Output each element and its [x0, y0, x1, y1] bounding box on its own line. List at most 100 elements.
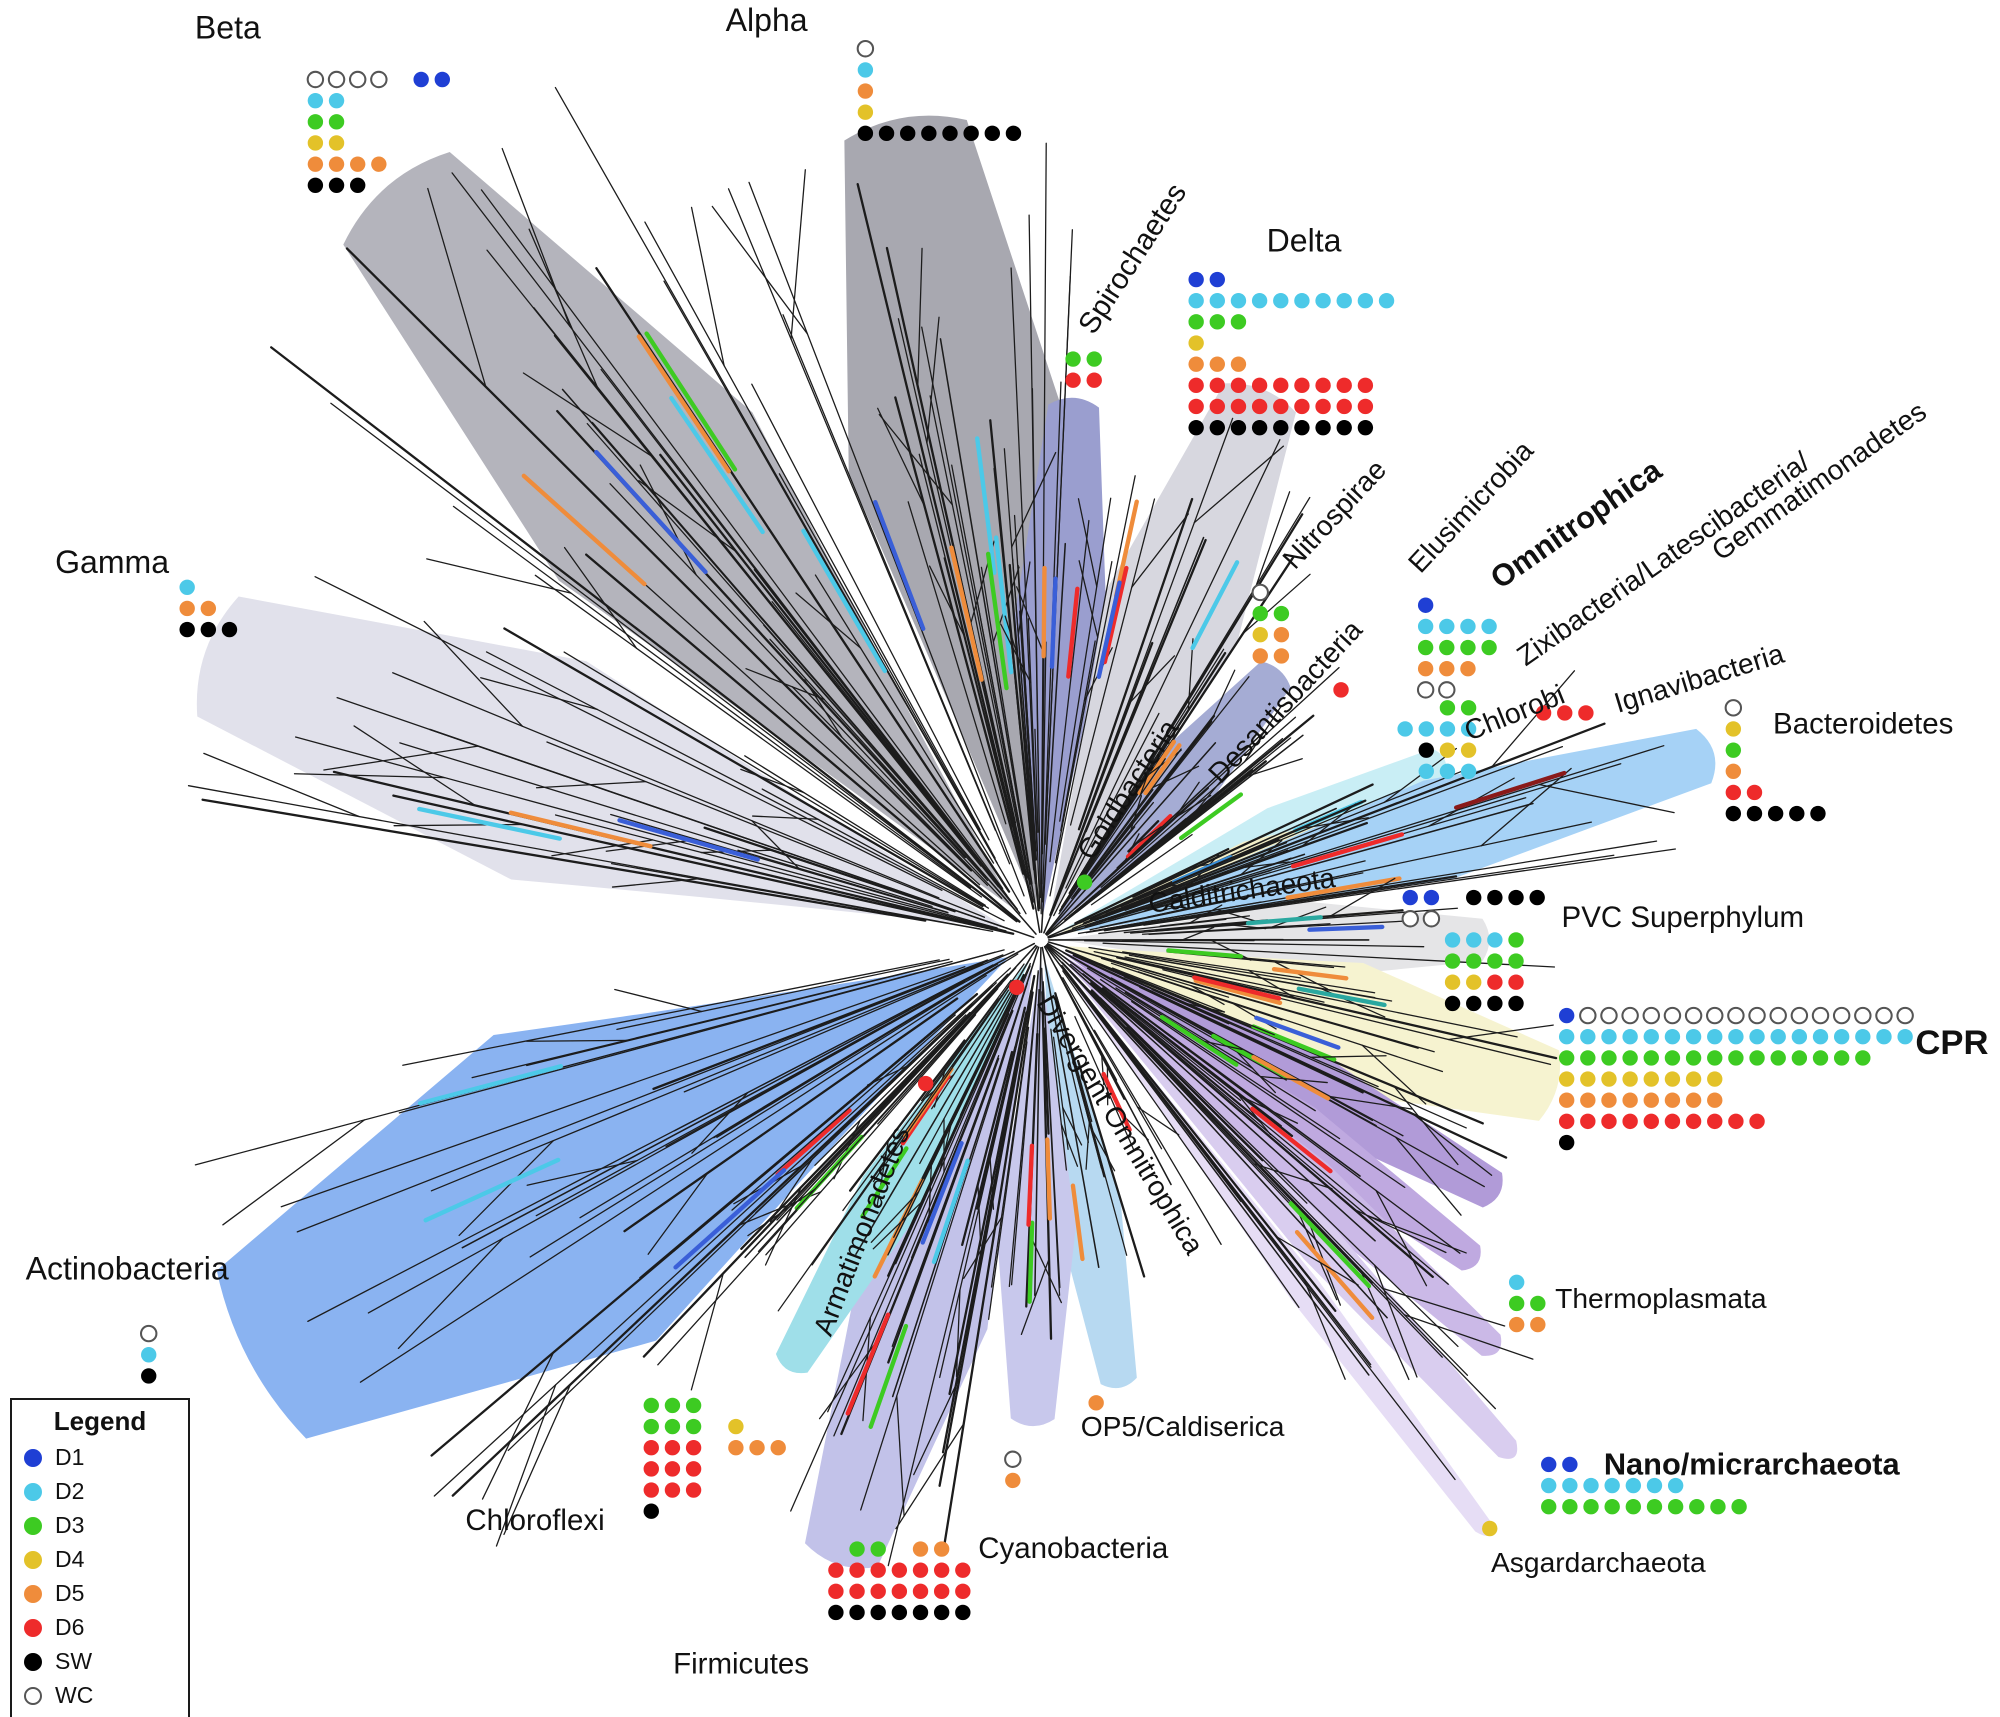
sample-dot-D6	[1685, 1113, 1702, 1130]
clade-label-op5-caldiserica: OP5/Caldiserica	[1081, 1410, 1285, 1442]
clade-branches-gamma	[187, 576, 1035, 939]
sample-dot-D3	[1707, 1050, 1723, 1066]
sample-dot-D2	[1876, 1029, 1892, 1045]
sample-dot-D6	[1273, 398, 1289, 415]
sample-dot-D2	[1439, 618, 1455, 635]
sample-dot-D5	[328, 156, 345, 172]
sample-dot-D6	[1294, 398, 1310, 415]
sample-dot-D6	[870, 1562, 886, 1578]
sample-dot-WC	[1706, 1006, 1724, 1025]
sample-dot-D2	[1460, 721, 1477, 737]
sample-dot-D2	[1460, 618, 1476, 635]
sample-dot-D2	[141, 1347, 157, 1363]
sample-dot-D3	[1728, 1050, 1744, 1066]
sample-dot-WC	[327, 70, 346, 89]
clade-label-actinobacteria: Actinobacteria	[26, 1251, 229, 1287]
sample-dot-D5	[1088, 1395, 1104, 1411]
sample-dot-D6	[664, 1482, 681, 1498]
sample-dot-D6	[1580, 1113, 1596, 1130]
sample-dot-WC	[1600, 1006, 1618, 1025]
sample-dot-D5	[1725, 763, 1742, 779]
legend-item-D4: D4	[24, 1546, 176, 1573]
sample-dot-D2	[1397, 721, 1413, 737]
sample-dot-SW	[179, 621, 195, 638]
sample-dot-D6	[1664, 1113, 1681, 1130]
sample-dot-D3	[1601, 1050, 1617, 1066]
clade-label-thermoplasmata: Thermoplasmata	[1555, 1282, 1767, 1314]
clade-label-chloroflexi: Chloroflexi	[465, 1504, 604, 1537]
clade-label-chlorobi: Chlorobi	[1459, 678, 1568, 747]
sample-dot-D6	[1188, 398, 1204, 415]
sample-dot-D3	[1444, 953, 1461, 969]
sample-dot-D2	[1481, 618, 1497, 635]
sample-dot-D3	[1689, 1499, 1705, 1515]
sample-dot-D6	[1065, 372, 1081, 388]
sample-dot-D3	[1273, 605, 1290, 622]
sample-dot-D6	[685, 1461, 702, 1477]
sample-dot-D6	[1578, 705, 1594, 721]
sample-dot-D5	[1252, 648, 1268, 664]
sample-dot-D6	[664, 1440, 681, 1456]
sample-dot-SW	[942, 125, 958, 142]
sample-dot-D2	[1230, 293, 1247, 309]
sample-dot-D5	[933, 1541, 950, 1557]
sample-dot-D5	[1439, 661, 1455, 677]
sample-dot-D2	[1580, 1029, 1596, 1045]
sample-dot-SW	[1508, 995, 1524, 1012]
sample-dot-D5	[1643, 1092, 1659, 1108]
clade-branches-alpha	[711, 142, 1074, 934]
sample-dot-D5	[1230, 356, 1247, 372]
dot-cluster-omnitrophica	[1416, 597, 1497, 699]
sample-dot-D2	[1188, 293, 1204, 309]
legend-label-D3: D3	[55, 1512, 85, 1538]
sample-dot-WC	[1790, 1006, 1809, 1025]
sample-dot-SW	[1487, 889, 1503, 906]
sample-dot-WC	[1875, 1006, 1893, 1025]
sample-dot-D3	[1466, 953, 1482, 969]
clade-branches-pvc	[1047, 877, 1459, 994]
sample-dot-SW	[1209, 419, 1225, 436]
sample-dot-D2	[1622, 1029, 1638, 1045]
sample-dot-D3	[1487, 953, 1503, 969]
sample-dot-WC	[1416, 681, 1435, 699]
sample-dot-D4	[1601, 1071, 1617, 1087]
legend-item-D5: D5	[24, 1580, 176, 1607]
sample-dot-D3	[1833, 1050, 1850, 1066]
clade-wedge-spirochaetes	[1014, 397, 1107, 918]
sample-dot-D2	[307, 92, 324, 109]
dot-cluster-beta	[306, 70, 450, 193]
clade-label-gemmatimonadetes: Gemmatimonadetes	[1706, 395, 1932, 567]
legend-item-SW: SW	[24, 1648, 176, 1675]
sample-dot-D3	[1562, 1499, 1578, 1515]
sample-dot-SW	[1466, 889, 1482, 906]
sample-dot-D6	[643, 1440, 659, 1456]
sample-dot-D2	[1728, 1029, 1744, 1045]
sample-dot-D6	[1209, 398, 1225, 415]
legend-label-WC: WC	[55, 1682, 94, 1708]
sample-dot-D4	[1664, 1071, 1681, 1087]
sample-dot-D2	[1357, 293, 1374, 309]
sample-dot-D3	[1604, 1499, 1620, 1515]
sample-dot-D2	[1417, 618, 1434, 635]
sample-dot-D4	[1482, 1520, 1498, 1537]
sample-dot-D1	[1417, 597, 1434, 613]
sample-dot-D5	[1707, 1092, 1723, 1108]
sample-dot-D3	[685, 1397, 702, 1414]
sample-dot-D5	[1580, 1092, 1596, 1108]
sample-dot-D5	[1209, 356, 1225, 372]
sample-dot-D3	[1770, 1050, 1786, 1066]
sample-dot-D2	[1749, 1029, 1765, 1045]
sample-dot-D2	[1812, 1029, 1829, 1045]
sample-dot-D3	[1076, 874, 1093, 890]
sample-dot-D4	[1622, 1071, 1638, 1087]
sample-dot-D2	[1418, 721, 1434, 737]
clade-branches-omnitrophica	[1046, 705, 1304, 936]
sample-dot-SW	[350, 177, 366, 193]
sample-dot-SW	[200, 621, 217, 638]
clade-label-cpr: CPR	[1915, 1024, 1988, 1062]
clade-wedge-delta	[1050, 383, 1296, 918]
clade-label-nano-micrarchaeota: Nano/micrarchaeota	[1604, 1447, 1901, 1482]
sample-dot-SW	[849, 1604, 865, 1621]
sample-dot-SW	[1789, 805, 1805, 822]
sample-dot-D2	[1791, 1029, 1808, 1045]
